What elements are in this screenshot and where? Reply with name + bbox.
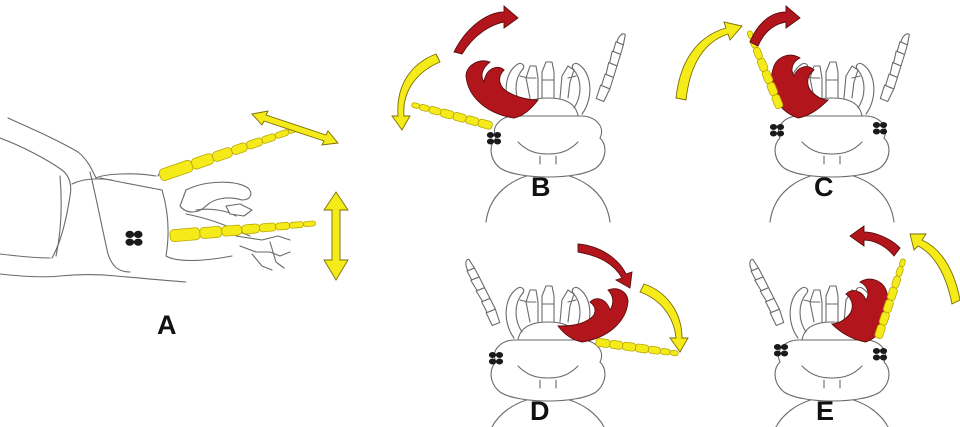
curved-arrow-yellow-icon [640,284,688,352]
curved-arrow-yellow-icon [676,22,742,100]
curved-arrow-red-icon [578,244,632,288]
panel-label-e: E [816,396,834,426]
panel-a-body-outline [8,118,156,178]
curved-arrow-yellow-icon [392,54,440,130]
curved-arrow-red-icon [850,226,900,256]
panel-b: B [392,6,631,222]
panel-label-d: D [530,396,550,426]
double-arrow-vertical-icon [324,192,348,280]
panel-d: D [463,244,688,427]
curved-arrow-red-icon [750,6,800,46]
panel-a: A [0,111,348,340]
curved-arrow-yellow-icon [910,234,960,304]
spiracle-icon [125,231,142,246]
panel-label-b: B [531,172,551,202]
panel-label-c: C [814,172,834,202]
panel-e: E [747,226,960,427]
mandible-highlight [466,61,538,118]
panel-c: C [676,6,915,222]
panel-label-a: A [157,310,177,340]
curved-arrow-red-icon [454,6,518,54]
